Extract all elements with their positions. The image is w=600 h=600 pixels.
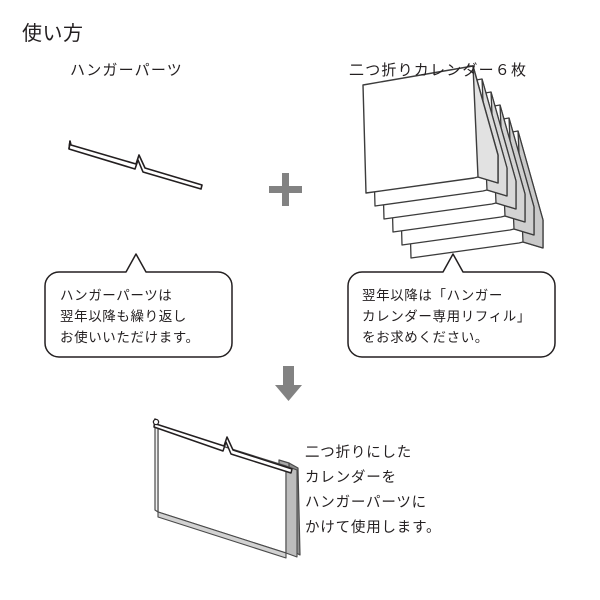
calendar-sheet [362, 65, 499, 194]
calendar-sheet [389, 104, 526, 233]
calendar-sheet [371, 78, 508, 207]
speech-bubble-right-text: 翌年以降は「ハンガー カレンダー専用リフィル」 をお求めください。 [362, 288, 531, 345]
hanger-bar-illustration [68, 140, 203, 190]
assembly-caption-text: 二つ折りにした カレンダーを ハンガーパーツに かけて使用します。 [305, 445, 442, 536]
calendar-sheet [398, 117, 535, 246]
heading-calendar-count: 二つ折りカレンダー６枚 [349, 62, 528, 79]
heading-hanger-part: ハンガーパーツ [70, 62, 183, 79]
down-arrow-symbol [275, 366, 302, 401]
plus-symbol [269, 173, 302, 206]
assembled-calendar-on-hanger-illustration [152, 418, 301, 559]
folded-calendar-stack-illustration [362, 65, 544, 259]
calendar-sheet [380, 91, 517, 220]
page-title: 使い方 [22, 23, 84, 45]
calendar-sheet [407, 130, 544, 259]
speech-bubble-left-text: ハンガーパーツは 翌年以降も繰り返し お使いいただけます。 [60, 288, 200, 345]
